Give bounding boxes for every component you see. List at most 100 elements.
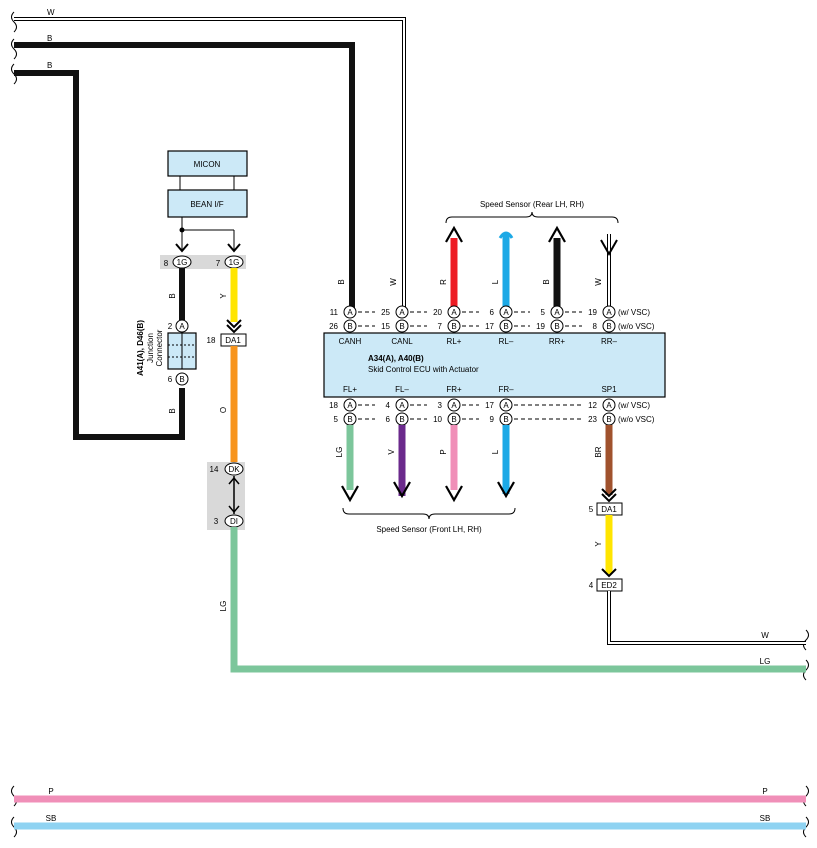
front-sensor-bracket — [342, 507, 516, 520]
svg-text:6: 6 — [168, 375, 173, 384]
svg-text:A41(A), D46(B): A41(A), D46(B) — [136, 320, 145, 376]
svg-text:2: 2 — [168, 322, 173, 331]
ecu-top-a-note: (w/ VSC) — [618, 308, 650, 317]
ecu-bottom-b-pin-letter: B — [503, 415, 508, 424]
ecu-top-terminal: CANL — [391, 337, 413, 346]
ecu-bottom-a-pin-letter: A — [399, 401, 405, 410]
svg-text:18: 18 — [207, 336, 216, 345]
svg-text:DA1: DA1 — [225, 336, 241, 345]
rear-sensor-label: Speed Sensor (Rear LH, RH) — [480, 200, 584, 209]
ecu-top-a-pin-letter: A — [399, 308, 405, 317]
ecu-top-b-pin-letter: B — [606, 322, 611, 331]
wire-lg-long — [230, 527, 806, 673]
svg-text:Connector: Connector — [155, 329, 164, 366]
ecu-bottom-b-num: 6 — [386, 415, 391, 424]
ecu-bottom-a-pin-letter: A — [451, 401, 457, 410]
wire-top-b2 — [14, 70, 185, 440]
ecu-top-a-num: 19 — [588, 308, 597, 317]
ecu-top-b-num: 26 — [329, 322, 338, 331]
micon-box — [167, 150, 248, 177]
ecu-bottom-b-pin-letter: B — [347, 415, 352, 424]
ecu-bottom-a-num: 4 — [386, 401, 391, 410]
ecu-bottom-a-pin — [343, 398, 357, 412]
bean-label: BEAN I/F — [190, 200, 223, 209]
svg-text:B: B — [542, 279, 551, 284]
jc-pin-a — [175, 319, 189, 333]
ecu-top-a-num: 11 — [330, 308, 339, 317]
ecu-top-b-pin — [447, 319, 461, 333]
ecu-top-a-pin — [499, 305, 513, 319]
ecu-top-a-pin — [550, 305, 564, 319]
wire-right-w — [607, 591, 806, 645]
jc-pin-b — [175, 372, 189, 386]
ecu-bottom-b-pin-letter: B — [606, 415, 611, 424]
svg-text:SB: SB — [46, 814, 57, 823]
ecu-top-b-num: 17 — [485, 322, 494, 331]
svg-text:14: 14 — [210, 465, 219, 474]
ecu-top-a-pin — [602, 305, 616, 319]
svg-text:A: A — [179, 322, 185, 331]
ecu-top-terminal: RL– — [499, 337, 514, 346]
ecu-top-b-pin — [499, 319, 513, 333]
ecu-top-a-pin-letter: A — [606, 308, 612, 317]
ecu-subtitle: Skid Control ECU with Actuator — [368, 365, 479, 374]
ecu-bottom-a-pin — [395, 398, 409, 412]
svg-text:W: W — [594, 278, 603, 286]
ecu-bottom-b-num: 10 — [433, 415, 442, 424]
svg-text:B: B — [168, 408, 177, 413]
ecu-top-b-pin-letter: B — [399, 322, 404, 331]
svg-text:P: P — [48, 787, 53, 796]
ecu-top-b-num: 19 — [536, 322, 545, 331]
junction-connector-label: A41(A), D46(B) Junction Connector — [136, 320, 164, 376]
svg-text:L: L — [491, 449, 500, 454]
ecu-bottom-terminal: FR– — [498, 385, 514, 394]
ecu-bottom-terminal: SP1 — [601, 385, 617, 394]
ecu-title: A34(A), A40(B) — [368, 354, 424, 363]
svg-text:DK: DK — [228, 465, 240, 474]
ecu-bottom-a-pin-letter: A — [347, 401, 353, 410]
ecu-top-a-pin — [395, 305, 409, 319]
ecu-top-terminal: RL+ — [447, 337, 462, 346]
bean-box — [167, 189, 248, 218]
ecu-top-b-pin — [550, 319, 564, 333]
ecu-top-terminal: RR– — [601, 337, 618, 346]
svg-text:4: 4 — [589, 581, 594, 590]
svg-text:V: V — [387, 449, 396, 455]
ecu-bottom-a-pin-letter: A — [606, 401, 612, 410]
svg-text:1G: 1G — [229, 258, 240, 267]
svg-text:O: O — [219, 407, 228, 413]
ecu-top-a-pin — [343, 305, 357, 319]
ecu-bottom-terminal: FR+ — [446, 385, 462, 394]
ecu-top-terminal: CANH — [339, 337, 362, 346]
ecu-top-a-num: 6 — [490, 308, 495, 317]
connector-dk — [224, 462, 244, 476]
ecu-bottom-a-pin — [499, 398, 513, 412]
bean-internal-wiring — [181, 217, 235, 250]
ecu-bottom-a-num: 12 — [588, 401, 597, 410]
ecu-bottom-b-pin-letter: B — [399, 415, 404, 424]
ecu-top-a-pin-letter: A — [554, 308, 560, 317]
svg-text:LG: LG — [335, 447, 344, 458]
ecu-top-b-pin-letter: B — [451, 322, 456, 331]
svg-text:DA1: DA1 — [601, 505, 617, 514]
ecu-top-b-note: (w/o VSC) — [618, 322, 655, 331]
ecu-bottom-a-note: (w/ VSC) — [618, 401, 650, 410]
ecu-top-b-num: 8 — [593, 322, 598, 331]
svg-text:R: R — [439, 279, 448, 285]
svg-text:Y: Y — [594, 541, 603, 547]
ecu-bottom-a-num: 3 — [438, 401, 443, 410]
svg-text:DI: DI — [230, 517, 238, 526]
micon-label: MICON — [194, 160, 221, 169]
ecu-bottom-a-pin — [447, 398, 461, 412]
ecu-bottom-a-num: 18 — [329, 401, 338, 410]
ecu-top-a-num: 25 — [381, 308, 390, 317]
svg-text:7: 7 — [216, 259, 221, 268]
svg-text:B: B — [179, 375, 184, 384]
wire-label-top-b1: B — [47, 34, 52, 43]
svg-text:ED2: ED2 — [601, 581, 617, 590]
ecu-top-b-num: 7 — [438, 322, 443, 331]
ecu-bottom-terminal: FL– — [395, 385, 409, 394]
